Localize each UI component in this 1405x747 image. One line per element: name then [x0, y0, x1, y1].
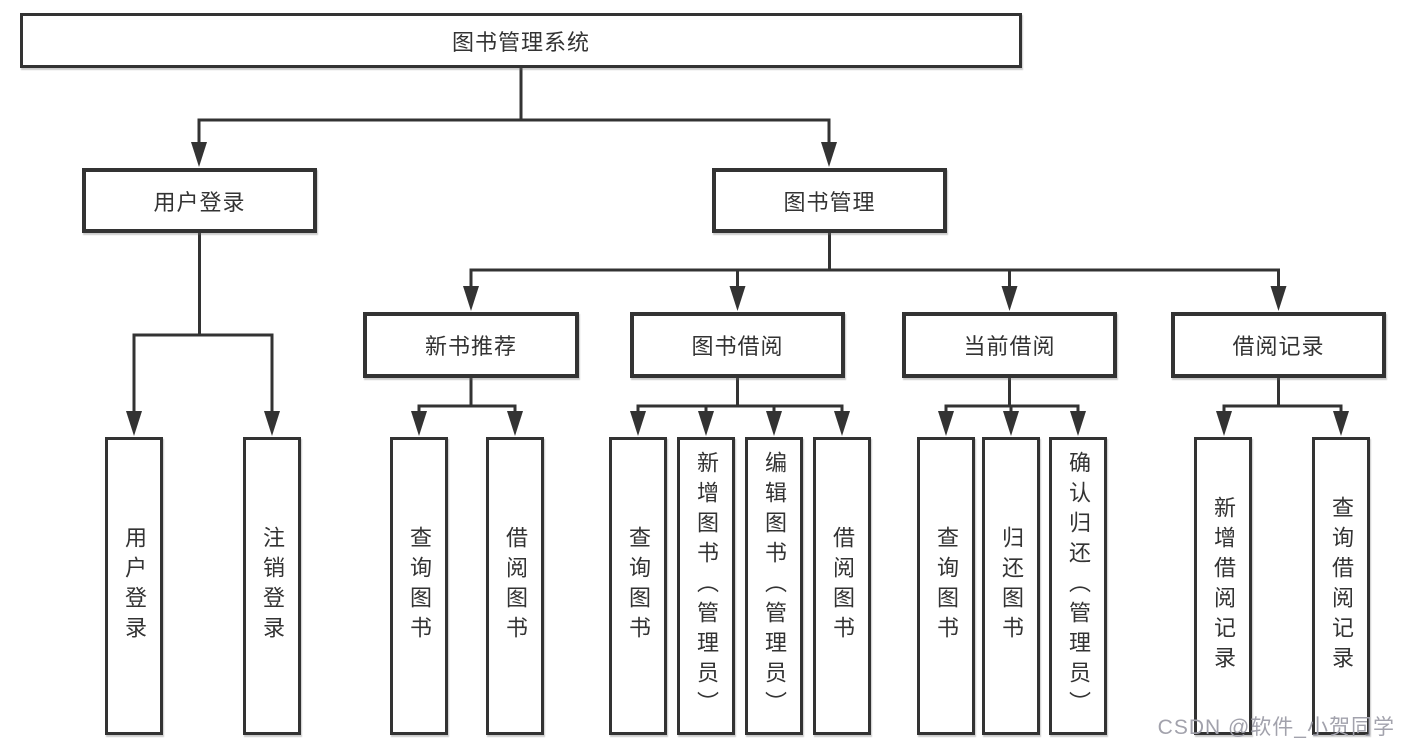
connector-book-borrow	[630, 378, 850, 436]
leaf-return-books: 归还图书	[982, 437, 1040, 735]
leaf-query-books-3: 查询图书	[917, 437, 975, 735]
arrow-down-icon	[264, 411, 280, 436]
arrow-down-icon	[1001, 286, 1018, 311]
leaf-label: 查询图书	[626, 526, 651, 646]
node-borrow-records: 借阅记录	[1171, 312, 1386, 378]
node-root-system: 图书管理系统	[20, 13, 1022, 68]
connector-root-to-branches	[191, 68, 837, 167]
arrow-down-icon	[1070, 411, 1086, 436]
arrow-down-icon	[938, 411, 954, 436]
leaf-label: 新增借阅记录	[1211, 496, 1236, 676]
leaf-label: 查询图书	[934, 526, 959, 646]
node-book-management: 图书管理	[712, 168, 947, 233]
arrow-down-icon	[463, 286, 479, 311]
connector-user-login	[126, 233, 280, 436]
leaf-user-login: 用户登录	[105, 437, 163, 735]
arrow-down-icon	[1003, 411, 1019, 436]
leaf-query-borrow-record: 查询借阅记录	[1312, 437, 1370, 735]
leaf-label: 查询图书	[407, 526, 432, 646]
connector-current-borrow	[938, 378, 1086, 436]
leaf-label: 注销登录	[260, 526, 285, 646]
leaf-query-books-2: 查询图书	[609, 437, 667, 735]
arrow-down-icon	[191, 142, 207, 167]
leaf-label: 用户登录	[122, 526, 147, 646]
connector-new-book-recommend	[411, 378, 523, 436]
leaf-label: 确认归还（管理员）	[1066, 451, 1091, 721]
arrow-down-icon	[729, 286, 746, 311]
connector-borrow-records	[1216, 378, 1349, 436]
leaf-label: 归还图书	[999, 526, 1024, 646]
arrow-down-icon	[630, 411, 646, 436]
arrow-down-icon	[507, 411, 523, 436]
leaf-add-books-admin: 新增图书（管理员）	[677, 437, 735, 735]
node-book-borrow: 图书借阅	[630, 312, 845, 378]
node-current-borrow: 当前借阅	[902, 312, 1117, 378]
arrow-down-icon	[1270, 286, 1287, 311]
node-user-login: 用户登录	[82, 168, 317, 233]
arrow-down-icon	[1333, 411, 1349, 436]
arrow-down-icon	[834, 411, 850, 436]
leaf-edit-books-admin: 编辑图书（管理员）	[745, 437, 803, 735]
arrow-down-icon	[766, 411, 782, 436]
leaf-label: 编辑图书（管理员）	[762, 451, 787, 721]
leaf-query-books-1: 查询图书	[390, 437, 448, 735]
node-new-book-recommend: 新书推荐	[363, 312, 579, 378]
arrow-down-icon	[821, 142, 837, 167]
arrow-down-icon	[126, 411, 142, 436]
leaf-label: 借阅图书	[503, 526, 528, 646]
arrow-down-icon	[698, 411, 714, 436]
arrow-down-icon	[411, 411, 427, 436]
connector-book-management	[463, 233, 1287, 311]
arrow-down-icon	[1216, 411, 1232, 436]
leaf-borrow-books-1: 借阅图书	[486, 437, 544, 735]
leaf-label: 查询借阅记录	[1329, 496, 1354, 676]
leaf-add-borrow-record: 新增借阅记录	[1194, 437, 1252, 735]
leaf-label: 借阅图书	[830, 526, 855, 646]
leaf-borrow-books-2: 借阅图书	[813, 437, 871, 735]
leaf-confirm-return-admin: 确认归还（管理员）	[1049, 437, 1107, 735]
leaf-label: 新增图书（管理员）	[694, 451, 719, 721]
leaf-logout: 注销登录	[243, 437, 301, 735]
